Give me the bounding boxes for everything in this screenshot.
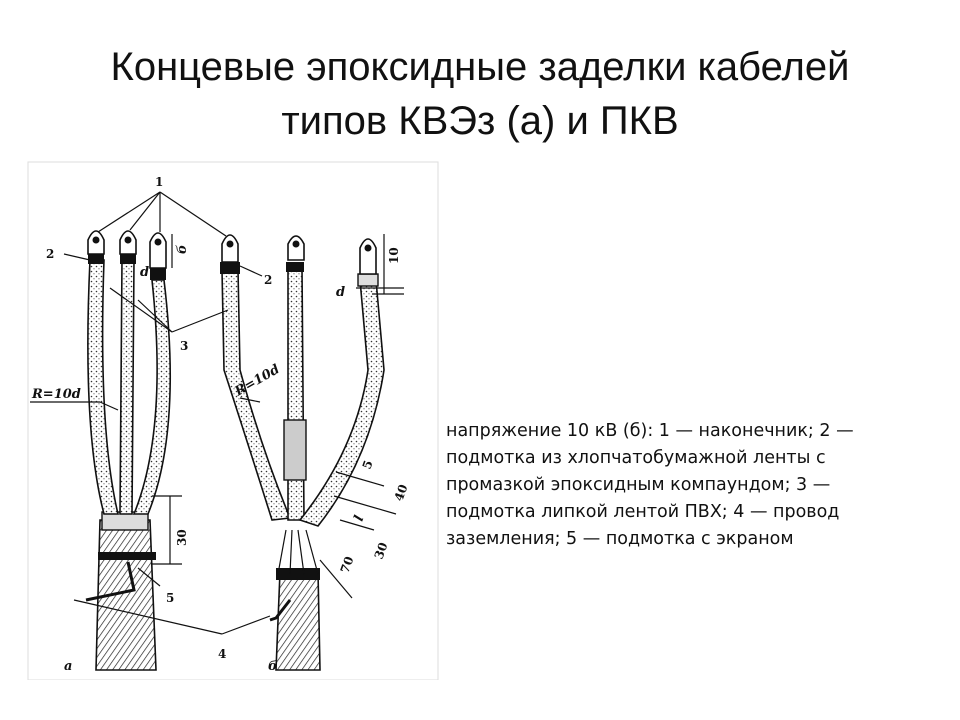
label-d-a: d — [140, 265, 149, 280]
slide-title: Концевые эпоксидные заделки кабелей типо… — [0, 40, 960, 148]
termination-a — [85, 230, 171, 671]
lug-a-right — [149, 232, 167, 269]
label-dim-10: 10 — [387, 247, 401, 264]
label-2b: 2 — [264, 273, 272, 287]
leader-lines — [30, 191, 404, 635]
ground-wire-b — [269, 599, 292, 622]
label-dim-30b: 30 — [372, 541, 391, 561]
label-4: 4 — [218, 647, 226, 661]
band-a-lower — [98, 552, 156, 560]
label-dim-b: б — [175, 244, 190, 254]
label-dim-l: l — [352, 514, 368, 524]
label-5: 5 — [166, 591, 174, 605]
caption-line-1: напряжение 10 кВ (б): 1 — наконечник; 2 … — [446, 421, 854, 441]
caption-line-2: подмотка из хлопчатобумажной ленты с — [446, 448, 826, 468]
core-a-middle — [119, 259, 135, 515]
label-dim-30a: 30 — [175, 529, 189, 546]
core-b-middle — [287, 267, 305, 521]
caption-line-5: заземления; 5 — подмотка с экраном — [446, 529, 794, 549]
title-line-2: типов КВЭз (а) и ПКВ — [281, 99, 679, 143]
figure-caption: напряжение 10 кВ (б): 1 — наконечник; 2 … — [446, 418, 906, 553]
label-radius-a: R=10d — [31, 387, 81, 402]
title-line-1: Концевые эпоксидные заделки кабелей — [110, 45, 850, 89]
label-dim-5: 5 — [360, 458, 376, 471]
core-a-right — [132, 279, 171, 515]
caption-line-3: промазкой эпоксидным компаундом; 3 — — [446, 475, 831, 495]
lug-b-left — [221, 234, 239, 263]
label-sub-b: б — [268, 659, 278, 674]
label-d-b: d — [336, 285, 345, 300]
lug-b-right — [359, 238, 377, 275]
cable-sheath-b — [275, 571, 321, 671]
label-1: 1 — [155, 175, 163, 189]
termination-b — [220, 234, 385, 671]
scan-border — [27, 161, 439, 680]
lug-b-middle — [287, 235, 305, 261]
label-dim-70: 70 — [338, 555, 357, 575]
label-3: 3 — [180, 339, 188, 353]
cable-termination-diagram: 1 2 2 3 4 5 R=10d R=10d d d б 10 30 5 40… — [27, 161, 439, 680]
ground-wire-a — [85, 561, 136, 602]
core-b-right — [298, 279, 385, 527]
label-dim-40: 40 — [392, 483, 411, 503]
label-2a: 2 — [46, 247, 54, 261]
caption-line-4: подмотка липкой лентой ПВХ; 4 — провод — [446, 502, 840, 522]
label-sub-a: а — [64, 659, 72, 674]
core-a-left — [87, 259, 120, 515]
core-b-left — [221, 269, 292, 521]
